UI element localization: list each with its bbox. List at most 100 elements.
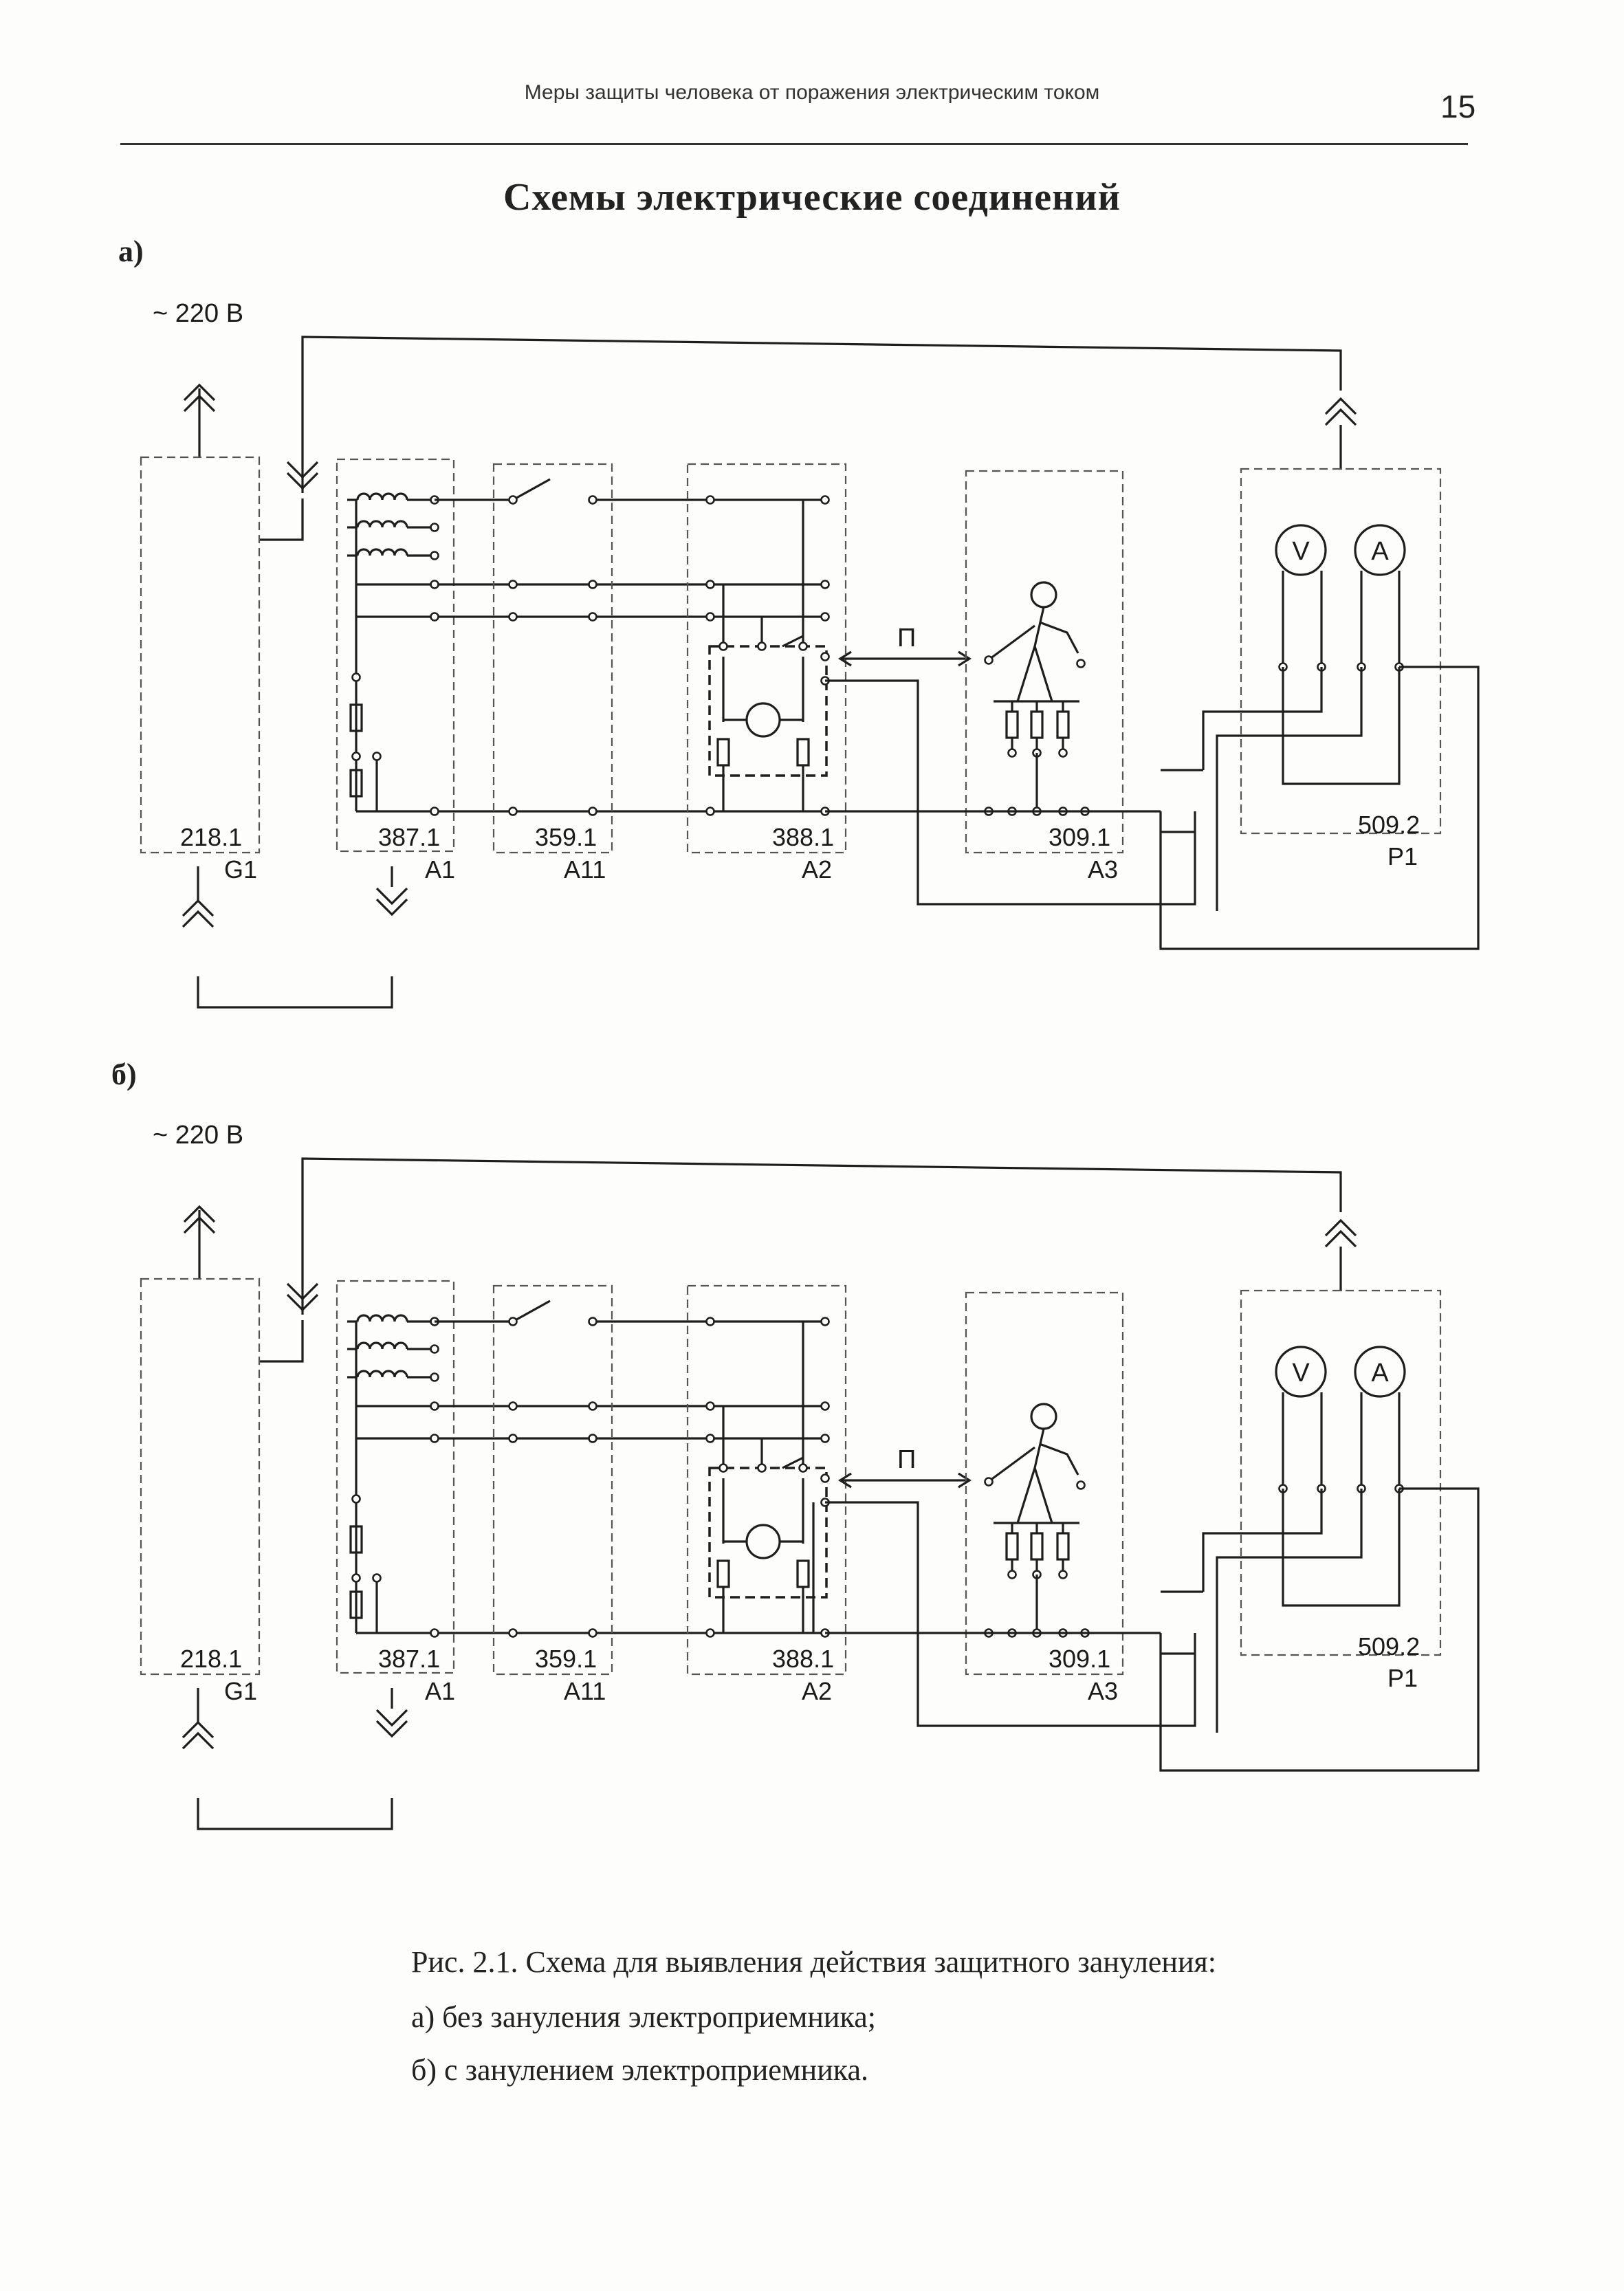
voltmeter-icon <box>1275 524 1327 576</box>
a1-tap-node <box>372 1573 382 1583</box>
diagram-b: ~ 220 В218.1G1387.1A1359.1A11388.1A2П309… <box>140 1121 1480 1830</box>
g1-bottom-arrow-icon-inner <box>182 1731 215 1750</box>
a3-human-leg <box>1033 646 1053 702</box>
bus-terminal <box>508 807 518 816</box>
module-g1-designator: G1 <box>224 855 257 884</box>
a1-res-node <box>351 752 361 761</box>
a3-res-node <box>1058 1570 1068 1579</box>
g1-bottom-arrow-icon-inner <box>182 910 215 928</box>
module-a1-code: 387.1 <box>378 823 440 851</box>
probe-arrow-left-icon <box>837 1472 852 1489</box>
a1-coil-2 <box>356 1341 408 1350</box>
bottom-loop-wire <box>197 1798 393 1830</box>
p1-output-arrow-icon <box>1324 397 1357 415</box>
a3-human-leg <box>1033 1467 1053 1524</box>
caption-line-1: Рис. 2.1. Схема для выявления действия з… <box>411 1945 1216 1979</box>
module-a3-box <box>965 470 1124 854</box>
meter-wire-v <box>1202 667 1323 770</box>
bus-terminal <box>430 1401 439 1411</box>
a2-contact <box>782 1456 804 1469</box>
ammeter-label: A <box>1371 537 1389 566</box>
module-a3-designator: A3 <box>1088 855 1118 884</box>
a3-human-head-icon <box>1030 581 1057 609</box>
a2-inner-node <box>757 642 767 651</box>
bus-terminal <box>508 495 518 505</box>
a2-inner-node <box>718 1463 728 1473</box>
supply-arrow-up-icon-inner <box>183 1216 216 1234</box>
module-a1-box <box>336 1280 455 1674</box>
meter-wire-outer <box>1159 1487 1480 1772</box>
a1-res-node <box>351 1494 361 1504</box>
a3-resistor-1 <box>1005 1532 1019 1561</box>
module-a1-designator: A1 <box>425 855 455 884</box>
meter-wire-a <box>1216 667 1363 911</box>
g1-input-arrow-icon <box>286 472 319 490</box>
a3-hand-node <box>984 655 994 665</box>
p1-output-arrow-icon <box>1324 1218 1357 1237</box>
voltmeter-label: V <box>1292 537 1310 566</box>
module-p1-designator: P1 <box>1387 842 1418 870</box>
a2-terminal <box>820 612 830 622</box>
a2-inner-node <box>798 642 808 651</box>
bottom-loop-wire <box>197 976 393 1009</box>
a1-resistor-2 <box>349 769 363 798</box>
bus-terminal <box>430 807 439 816</box>
a1-resistor-1 <box>349 703 363 732</box>
a3-hand-node-right <box>1076 659 1086 668</box>
bus-terminal <box>588 1317 597 1326</box>
a1-coil-1 <box>356 492 408 501</box>
probe-label: П <box>897 624 916 653</box>
meter-wire-a <box>1216 1489 1363 1733</box>
module-a2-box <box>686 463 847 854</box>
module-a1-designator: A1 <box>425 1677 455 1705</box>
module-a2-code: 388.1 <box>772 1645 834 1673</box>
a2-resistor-right <box>796 1559 810 1588</box>
a3-resistor-3 <box>1056 1532 1070 1561</box>
a2-body-terminal <box>820 652 830 661</box>
a3-hand-node <box>984 1477 994 1487</box>
bus-terminal <box>588 612 597 622</box>
voltmeter-icon <box>1275 1346 1327 1398</box>
a2-terminal <box>705 1401 715 1411</box>
probe-arrow-right-icon <box>958 650 972 667</box>
meter-loop-wire <box>1282 1489 1401 1607</box>
panel-label-b: б) <box>111 1057 137 1091</box>
module-g1-code: 218.1 <box>180 1645 242 1673</box>
a2-terminal <box>705 612 715 622</box>
bus-terminal <box>508 1628 518 1638</box>
bus-terminal <box>588 580 597 589</box>
voltmeter-label: V <box>1292 1359 1310 1388</box>
a2-terminal <box>820 495 830 505</box>
a1-coil-terminal <box>430 523 439 532</box>
a3-resistor-1 <box>1005 710 1019 739</box>
a3-human-arm-right <box>1039 621 1079 654</box>
a2-resistor-right <box>796 738 810 767</box>
a1-coil-2 <box>356 520 408 528</box>
meter-wire-outer <box>1159 666 1480 950</box>
a3-resistor-3 <box>1056 710 1070 739</box>
module-a11-designator: A11 <box>564 1677 606 1705</box>
bus-terminal <box>508 612 518 622</box>
module-a3-box <box>965 1291 1124 1676</box>
a3-human-arm-right <box>1039 1443 1079 1476</box>
a1-bottom-arrow-icon <box>375 1720 408 1738</box>
a2-terminal <box>820 1317 830 1326</box>
module-a2-designator: A2 <box>802 1677 832 1705</box>
g1-input-arrow-icon <box>286 1293 319 1312</box>
supply-arrow-up-icon-inner <box>183 394 216 413</box>
a3-res-node <box>1058 748 1068 758</box>
g1-input-arrow-icon-inner <box>286 1282 319 1301</box>
bus-terminal <box>508 1401 518 1411</box>
module-a3-code: 309.1 <box>1049 823 1110 851</box>
a3-human-body <box>1016 1428 1045 1524</box>
a1-res-node <box>351 1573 361 1583</box>
a1-bottom-arrow-icon-inner <box>375 887 408 906</box>
module-a1-code: 387.1 <box>378 1645 440 1673</box>
a2-resistor-left <box>716 1559 730 1588</box>
a2-terminal <box>820 580 830 589</box>
meter-loop-wire <box>1282 667 1401 785</box>
module-a3-designator: A3 <box>1088 1677 1118 1705</box>
module-a11-box <box>492 463 613 854</box>
a3-human-arm-left <box>989 1446 1035 1482</box>
g1-bottom-arrow-icon <box>182 899 215 917</box>
